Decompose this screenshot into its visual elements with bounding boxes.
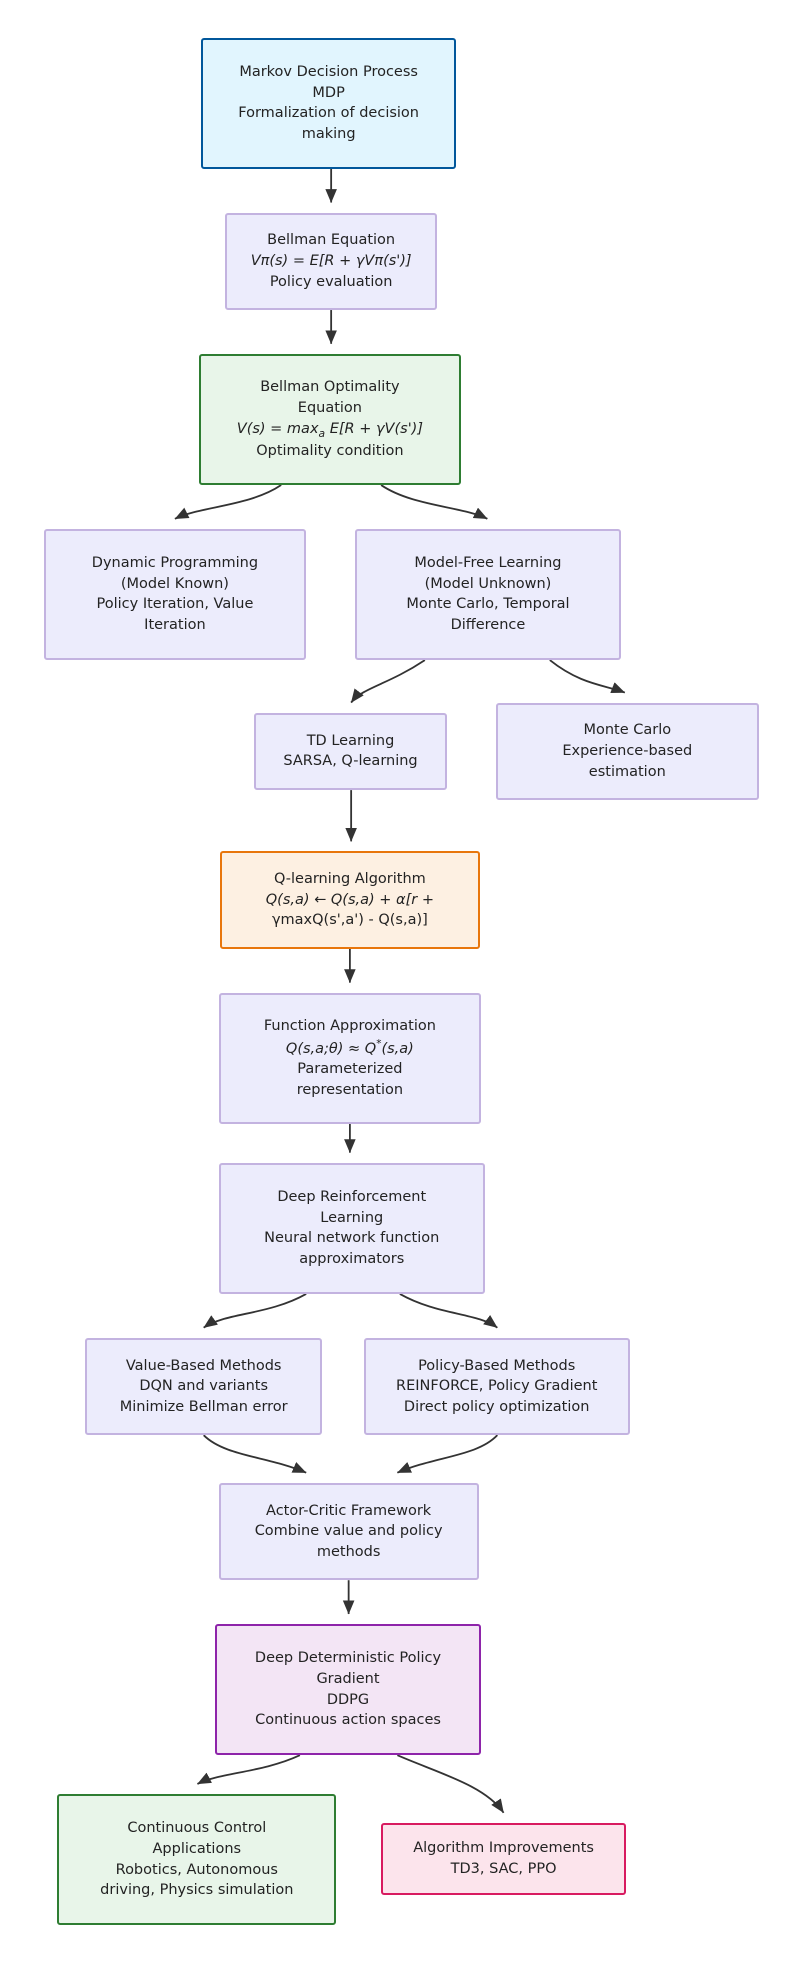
node-bellman-optimality-equation-line: V(s) = maxa E[R + γV(s')] bbox=[236, 420, 423, 440]
node-deep-deterministic-policy-gradient-line: Gradient bbox=[316, 1671, 380, 1687]
node-markov-decision-process-line: Markov Decision Process bbox=[239, 63, 418, 80]
edge-valuebased-to-actorcritic bbox=[203, 1434, 307, 1474]
node-bellman-equation-line: Vπ(s) = E[R + γVπ(s')] bbox=[250, 252, 412, 269]
node-deep-reinforcement-learning-line: Learning bbox=[320, 1209, 384, 1226]
node-value-based-methods-line: Minimize Bellman error bbox=[119, 1398, 288, 1415]
node-function-approximation-line: Function Approximation bbox=[263, 1018, 436, 1035]
node-dynamic-programming-line: Policy Iteration, Value bbox=[96, 596, 254, 613]
node-deep-deterministic-policy-gradient-line: Continuous action spaces bbox=[255, 1712, 441, 1729]
node-monte-carlo-line: estimation bbox=[588, 763, 666, 780]
node-deep-reinforcement-learning-line: approximators bbox=[299, 1250, 405, 1267]
node-model-free-learning-line: (Model Unknown) bbox=[424, 575, 552, 592]
node-continuous-control-applications-line: Robotics, Autonomous bbox=[115, 1861, 278, 1878]
node-dynamic-programming-line: Dynamic Programming bbox=[91, 555, 259, 572]
node-bellman-optimality-equation-line: Equation bbox=[297, 400, 362, 417]
node-markov-decision-process-line: Formalization of decision bbox=[238, 105, 419, 122]
edge-drl-to-valuebased bbox=[203, 1293, 307, 1329]
edge-optimality-to-dp bbox=[174, 484, 282, 520]
node-dynamic-programming-line: (Model Known) bbox=[120, 575, 229, 592]
edge-optimality-to-modelfree bbox=[380, 484, 488, 520]
edge-drl-to-policybased bbox=[399, 1293, 498, 1329]
node-dynamic-programming-line: Iteration bbox=[144, 617, 206, 634]
node-policy-based-methods-line: Policy-Based Methods bbox=[418, 1357, 576, 1374]
node-monte-carlo-line: Experience-based bbox=[562, 743, 693, 760]
node-deep-reinforcement-learning-line: Neural network function bbox=[264, 1230, 440, 1247]
node-continuous-control-applications-line: driving, Physics simulation bbox=[100, 1882, 294, 1899]
node-td-learning-line: SARSA, Q-learning bbox=[283, 753, 418, 770]
edge-modelfree-to-mc bbox=[549, 659, 626, 694]
node-continuous-control-applications-line: Continuous Control bbox=[127, 1820, 267, 1837]
node-actor-critic-framework-line: methods bbox=[316, 1543, 381, 1560]
node-algorithm-improvements-line: Algorithm Improvements bbox=[413, 1840, 594, 1857]
node-dynamic-programming[interactable]: Dynamic Programming (Model Known) Policy I… bbox=[43, 528, 307, 661]
node-bellman-optimality-equation-line: Optimality condition bbox=[256, 442, 404, 459]
node-algorithm-improvements-line: TD3, SAC, PPO bbox=[450, 1860, 557, 1877]
node-model-free-learning-line: Difference bbox=[450, 617, 526, 634]
node-q-learning-algorithm-line: γmaxQ(s',a') - Q(s,a)] bbox=[271, 912, 428, 929]
node-continuous-control-applications-line: Applications bbox=[152, 1841, 242, 1858]
node-function-approximation-line: Parameterized bbox=[297, 1061, 403, 1078]
node-actor-critic-framework-line: Actor-Critic Framework bbox=[266, 1502, 432, 1519]
node-deep-deterministic-policy-gradient-line: Deep Deterministic Policy bbox=[254, 1650, 442, 1667]
node-function-approximation-line: Q(s,a;θ) ≈ Q*(s,a) bbox=[285, 1037, 414, 1057]
node-value-based-methods-line: DQN and variants bbox=[139, 1378, 269, 1395]
node-actor-critic-framework-line: Combine value and policy bbox=[254, 1523, 443, 1540]
node-model-free-learning[interactable]: Model-Free Learning (Model Unknown) Monte … bbox=[354, 528, 622, 661]
node-q-learning-algorithm-line: Q(s,a) ← Q(s,a) + α[r + bbox=[265, 891, 434, 908]
node-bellman-optimality-equation-line: Bellman Optimality bbox=[260, 379, 400, 396]
node-policy-based-methods-line: REINFORCE, Policy Gradient bbox=[396, 1378, 598, 1395]
node-deep-reinforcement-learning-line: Deep Reinforcement bbox=[277, 1189, 427, 1206]
edge-policybased-to-actorcritic bbox=[397, 1434, 499, 1474]
edge-ddpg-to-improvements bbox=[397, 1754, 505, 1814]
edge-modelfree-to-td bbox=[350, 659, 426, 704]
node-value-based-methods-line: Value-Based Methods bbox=[125, 1357, 282, 1374]
node-td-learning-line: TD Learning bbox=[306, 732, 395, 749]
node-markov-decision-process-line: MDP bbox=[312, 84, 345, 101]
node-model-free-learning-line: Model-Free Learning bbox=[414, 555, 562, 572]
node-deep-deterministic-policy-gradient-line: DDPG bbox=[326, 1691, 370, 1708]
node-bellman-equation-line: Bellman Equation bbox=[267, 232, 396, 249]
edge-ddpg-to-continuouscontrol bbox=[197, 1754, 301, 1785]
node-function-approximation-line: representation bbox=[296, 1081, 404, 1098]
node-policy-based-methods-line: Direct policy optimization bbox=[403, 1398, 590, 1415]
node-monte-carlo-line: Monte Carlo bbox=[583, 722, 672, 739]
node-markov-decision-process-line: making bbox=[301, 125, 356, 142]
node-model-free-learning-line: Monte Carlo, Temporal bbox=[406, 596, 570, 613]
node-bellman-equation-line: Policy evaluation bbox=[269, 273, 393, 290]
node-q-learning-algorithm-line: Q-learning Algorithm bbox=[273, 871, 426, 888]
